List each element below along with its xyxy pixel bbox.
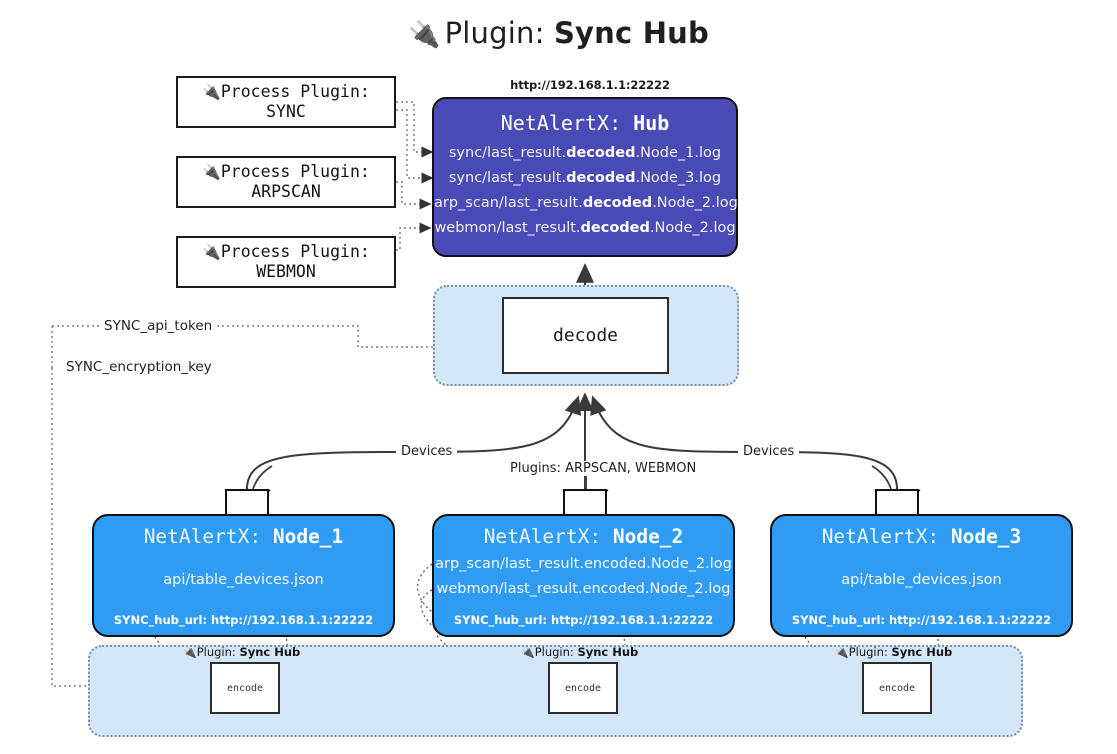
hub-title-name: Hub [633,111,670,135]
hub-log-line: sync/last_result.decoded.Node_1.log [448,145,722,161]
process-plugin-sync-line1: Process Plugin: [220,81,370,101]
page-title: 🔌Plugin: Sync Hub [0,16,1117,50]
plug-icon: 🔌 [521,646,535,659]
node1-title: NetAlertX: Node_1 [143,525,344,548]
plug-icon: 🔌 [202,82,221,101]
plug-icon: 🔌 [202,162,221,181]
edge-node2-arp-curve [416,563,433,613]
node3-hub-url: SYNC_hub_url: http://192.168.1.1:22222 [791,613,1052,627]
encode-box-3[interactable]: encode [862,662,932,714]
node3-line: api/table_devices.json [841,572,1002,588]
hub-url-label: http://192.168.1.1:22222 [510,78,670,92]
process-plugin-webmon[interactable]: 🔌Process Plugin: WEBMON [176,236,396,288]
node1-hub-url: SYNC_hub_url: http://192.168.1.1:22222 [113,613,374,627]
process-plugin-sync-line2: SYNC [266,102,306,121]
edge-label-plugins-center: Plugins: ARPSCAN, WEBMON [505,461,702,476]
hub-title: NetAlertX: Hub [434,111,736,135]
edge-sync-to-hubline2 [396,109,434,184]
node-box-node3[interactable]: NetAlertX: Node_3 api/table_devices.json… [770,514,1073,637]
encode-box-2[interactable]: encode [548,662,618,714]
stem-envelope-1 [252,465,273,490]
node2-line: arp_scan/last_result.encoded.Node_2.log [435,556,732,572]
hub-node[interactable]: NetAlertX: Hub sync/last_result.decoded.… [432,97,738,257]
process-plugin-arpscan-line2: ARPSCAN [251,182,321,201]
node2-line: webmon/last_result.encoded.Node_2.log [436,581,731,597]
node2-hub-url: SYNC_hub_url: http://192.168.1.1:22222 [453,613,714,627]
sync-api-token-label: SYNC_api_token [100,318,217,334]
hub-log-list: sync/last_result.decoded.Node_1.log sync… [434,141,738,241]
process-plugin-webmon-line1: Process Plugin: [220,241,370,261]
encode-box-1[interactable]: encode [210,662,280,714]
decode-box[interactable]: decode [502,297,669,374]
process-plugin-arpscan-line1: Process Plugin: [220,161,370,181]
page-title-name: Sync Hub [553,16,709,50]
process-plugin-webmon-line2: WEBMON [256,262,316,281]
hub-log-line: webmon/last_result.decoded.Node_2.log [434,220,736,236]
edge-webmon-to-hubline4 [396,222,432,251]
hub-log-line: arp_scan/last_result.decoded.Node_2.log [434,195,738,211]
encode-caption-1: 🔌Plugin: Sync Hub [183,645,301,659]
encode-caption-2: 🔌Plugin: Sync Hub [521,645,639,659]
node-box-node1[interactable]: NetAlertX: Node_1 api/table_devices.json… [92,514,395,637]
page-title-prefix: Plugin: [444,16,545,50]
encode-caption-3: 🔌Plugin: Sync Hub [835,645,953,659]
edge-sync-to-hubline1 [396,101,434,158]
plug-icon: 🔌 [408,20,441,50]
edge-label-devices-left: Devices [396,444,458,459]
node1-line: api/table_devices.json [163,572,324,588]
hub-log-line: sync/last_result.decoded.Node_3.log [448,170,722,186]
stem-envelope-3 [871,465,892,490]
edge-label-devices-right: Devices [738,444,800,459]
plug-icon: 🔌 [835,646,849,659]
node3-title: NetAlertX: Node_3 [821,525,1022,548]
process-plugin-sync[interactable]: 🔌Process Plugin: SYNC [176,76,396,128]
plug-icon: 🔌 [183,646,197,659]
node2-title: NetAlertX: Node_2 [483,525,684,548]
process-plugin-arpscan[interactable]: 🔌Process Plugin: ARPSCAN [176,156,396,208]
sync-encryption-key-label: SYNC_encryption_key [62,359,216,375]
plug-icon: 🔌 [202,242,221,261]
node-box-node2[interactable]: NetAlertX: Node_2 arp_scan/last_result.e… [432,514,735,637]
hub-title-prefix: NetAlertX: [500,111,622,135]
edge-arpscan-to-hubline3 [396,181,432,210]
